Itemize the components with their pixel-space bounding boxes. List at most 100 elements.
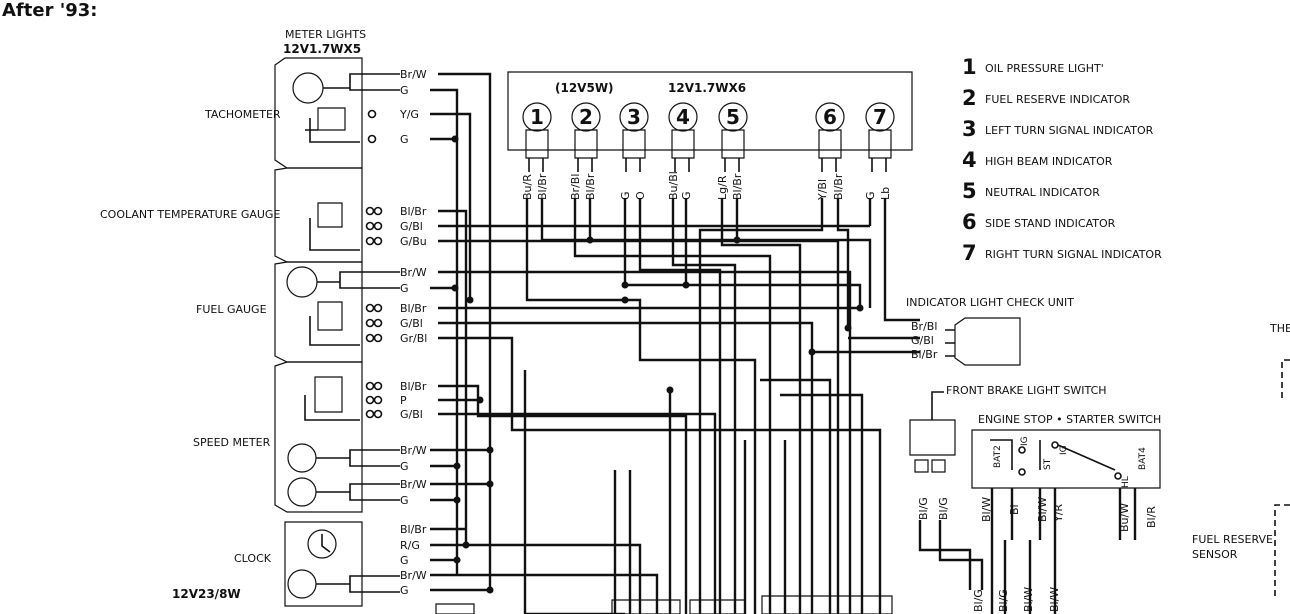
tachometer-label: TACHOMETER: [204, 108, 281, 121]
left-wire-label: Gr/Bl: [400, 332, 427, 345]
brake-wire-2: Bl/G: [937, 497, 950, 520]
junction-dots: [451, 135, 864, 594]
term-bat2: BAT2: [993, 445, 1003, 468]
brake-wire-1: Bl/G: [917, 497, 930, 520]
diagram-title: After '93:: [2, 0, 97, 21]
left-wire-label: Bl/Br: [400, 380, 427, 393]
legend-number: 5: [962, 179, 977, 203]
legend-text: LEFT TURN SIGNAL INDICATOR: [985, 124, 1154, 137]
indicator-bulb-6-icon: 6: [815, 102, 845, 172]
term-st: ST: [1043, 458, 1053, 470]
check-unit-wire-2: G/Bl: [911, 334, 934, 347]
clock-label: CLOCK: [234, 552, 272, 565]
indicator-wire-label: Br/Bl: [569, 174, 582, 200]
indicator-wire-label: Bu/Bl: [667, 171, 680, 200]
indicator-wire-label: G: [680, 191, 693, 200]
legend-text: FUEL RESERVE INDICATOR: [985, 93, 1130, 106]
switch-wire-4: Y/R: [1052, 504, 1065, 523]
switch-wire-3: Bl/W: [1036, 497, 1049, 522]
indicator-panel: [507, 71, 913, 151]
term-ig-1: IG: [1020, 436, 1030, 446]
meter-panel: [274, 57, 363, 607]
meter-lights-spec: 12V1.7WX5: [283, 42, 361, 56]
coolant-gauge-icon: [309, 202, 360, 251]
legend-number: 2: [962, 86, 977, 110]
bottom-wire-2: Bl/G: [997, 589, 1010, 612]
indicator-bulb-1-icon: 1: [522, 102, 552, 172]
indicator-wire-label: O: [634, 191, 647, 200]
clock-icon: [307, 529, 337, 559]
left-wire-label: G: [400, 494, 409, 507]
left-wire-label: Y/G: [399, 108, 419, 121]
switch-wire-2: Bl: [1008, 504, 1021, 515]
legend-number: 7: [962, 241, 977, 265]
clock-bulb-icon: [287, 569, 400, 599]
speed-meter-label: SPEED METER: [193, 436, 271, 449]
meter-lights-title: METER LIGHTS: [285, 28, 366, 41]
left-wire-label: G/Bl: [400, 408, 423, 421]
legend-text: OIL PRESSURE LIGHT': [985, 62, 1104, 75]
check-unit-wire-1: Br/Bl: [911, 320, 937, 333]
coolant-gauge-label: COOLANT TEMPERATURE GAUGE: [100, 208, 280, 221]
indicator-wire-label: Bl/Br: [832, 173, 845, 200]
legend-number: 4: [962, 148, 977, 172]
indicator-spec-right: 12V1.7WX6: [668, 81, 746, 95]
indicator-wire-label: Lb: [879, 187, 892, 200]
left-wire-label: Br/W: [400, 266, 427, 279]
left-wire-label: G/Bl: [400, 317, 423, 330]
front-brake-switch-icon: [909, 391, 984, 590]
left-wire-label: G: [400, 554, 409, 567]
check-unit-icon: [945, 317, 1021, 366]
indicator-bulb-number: 5: [726, 105, 740, 129]
bottom-wire-1: Bl/G: [972, 589, 985, 612]
legend-text: SIDE STAND INDICATOR: [985, 217, 1116, 230]
indicator-wire-label: Lg/R: [716, 175, 729, 200]
term-hl: HL: [1121, 476, 1131, 488]
indicator-spec-left: (12V5W): [555, 81, 614, 95]
indicator-bulb-3-icon: 3: [619, 102, 649, 172]
indicator-bulb-4-icon: 4: [668, 102, 698, 172]
fuel-sensor-label-2: SENSOR: [1192, 548, 1238, 561]
bottom-wire-4: Bl/W: [1048, 587, 1061, 612]
speed-bulb-2-icon: [287, 477, 400, 507]
indicator-wire-label: Bl/Br: [731, 173, 744, 200]
left-wire-label: G/Bl: [400, 220, 423, 233]
indicator-wire-label: G: [619, 191, 632, 200]
indicator-wires: [523, 198, 920, 614]
indicator-wire-label: Bu/R: [521, 174, 534, 200]
indicator-wire-label: G: [864, 191, 877, 200]
fuel-sensor-label-1: FUEL RESERVE: [1192, 533, 1273, 546]
indicator-bulb-number: 1: [530, 105, 544, 129]
engine-stop-switch-icon: [971, 429, 1161, 614]
left-wire-label: Br/W: [400, 68, 427, 81]
legend-text: HIGH BEAM INDICATOR: [985, 155, 1113, 168]
left-wire-label: Br/W: [400, 569, 427, 582]
bottom-connectors: [435, 595, 893, 614]
bottom-wire-3: Bl/W: [1022, 587, 1035, 612]
indicator-bulb-2-icon: 2: [571, 102, 601, 172]
speed-gauge-icon: [304, 376, 360, 421]
left-wire-label: P: [400, 394, 407, 407]
left-wire-label: Br/W: [400, 478, 427, 491]
indicator-bulb-number: 7: [873, 105, 887, 129]
right-edge-the: THE: [1269, 322, 1290, 335]
fuel-sensor-icon: [1274, 359, 1290, 600]
front-brake-title: FRONT BRAKE LIGHT SWITCH: [946, 384, 1107, 397]
tachometer-bulb-icon: [292, 72, 400, 104]
left-wire-label: G: [400, 584, 409, 597]
tachometer-gauge-icon: [305, 107, 360, 143]
left-wires: [430, 72, 882, 614]
left-wire-label: Bl/Br: [400, 523, 427, 536]
check-unit-title: INDICATOR LIGHT CHECK UNIT: [906, 296, 1074, 309]
switch-wire-6: Bl/R: [1145, 506, 1158, 528]
legend-number: 1: [962, 55, 977, 79]
indicator-bulb-number: 6: [823, 105, 837, 129]
left-wire-labels: Br/WGY/GGBl/BrG/BlG/BuBr/WGBl/BrG/BlGr/B…: [399, 68, 427, 597]
left-wire-label: R/G: [400, 539, 420, 552]
left-wire-label: Bl/Br: [400, 205, 427, 218]
speed-bulb-1-icon: [287, 443, 400, 473]
legend-text: NEUTRAL INDICATOR: [985, 186, 1100, 199]
indicator-wire-label: Bl/Br: [536, 173, 549, 200]
